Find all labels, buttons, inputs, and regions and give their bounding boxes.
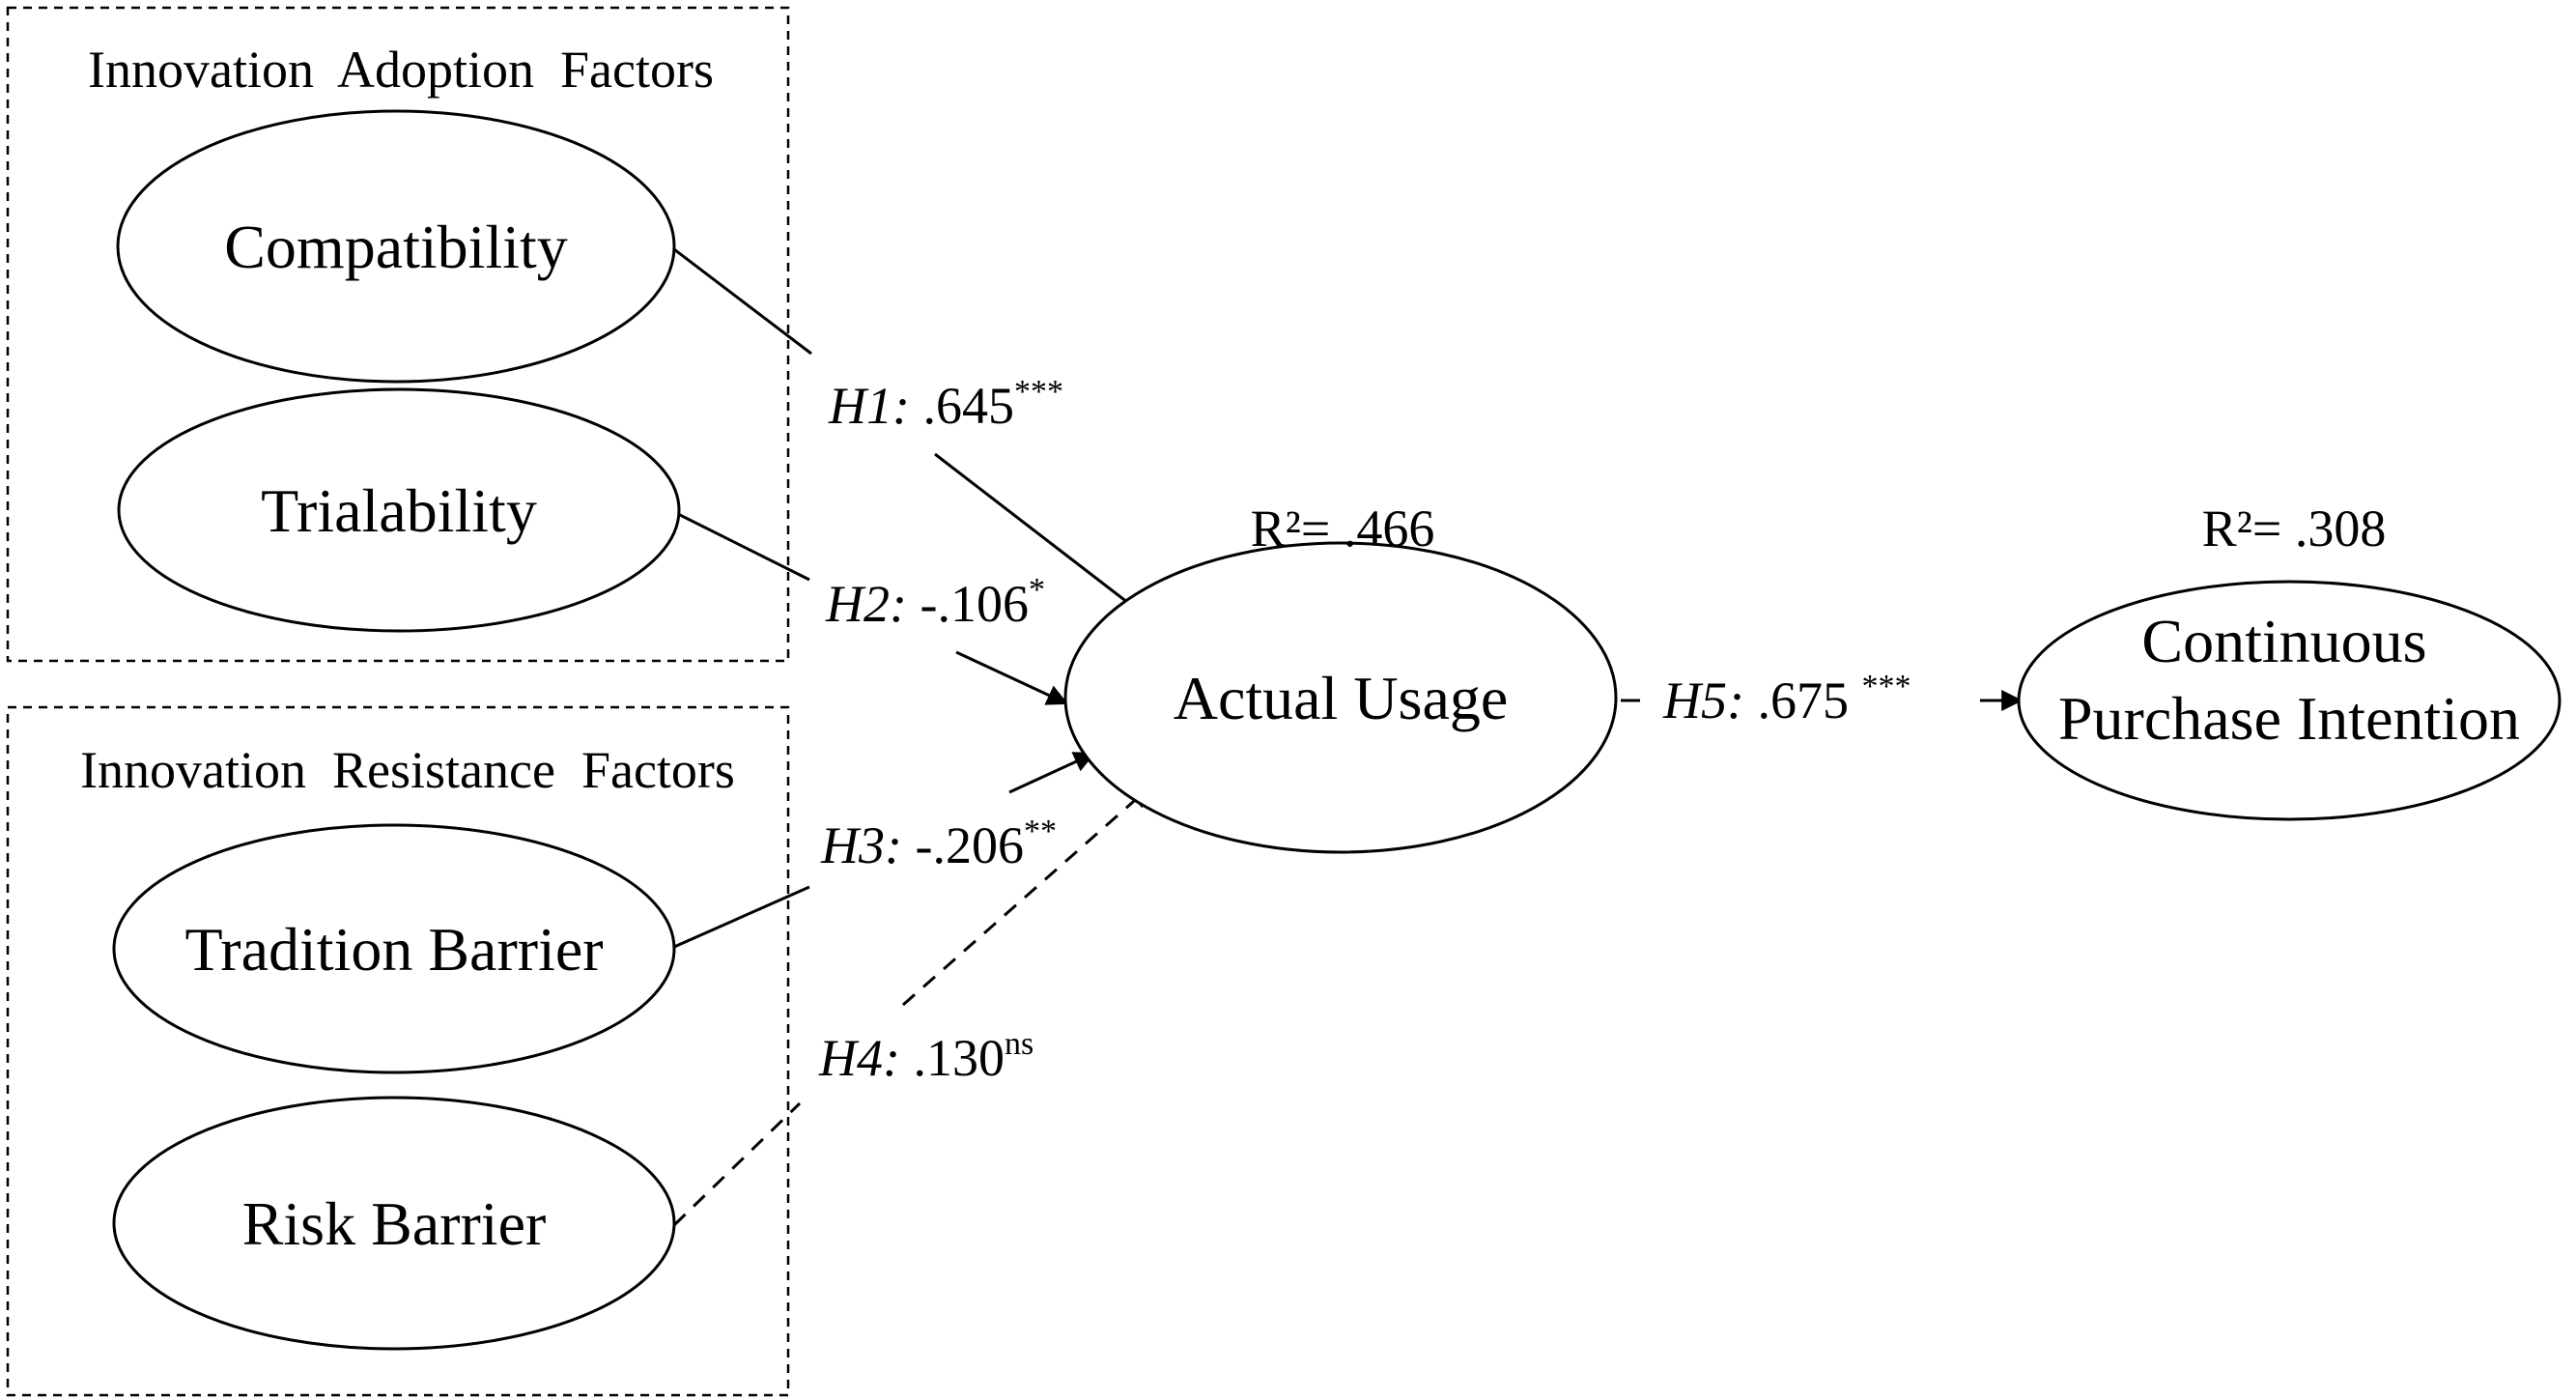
h3-arrow: [1008, 752, 1095, 794]
h1-arrow: [934, 452, 1146, 617]
actual-usage-label: Actual Usage: [1174, 664, 1509, 732]
h2-significance: *: [1029, 572, 1045, 608]
adoption-factors-title: Innovation Adoption Factors: [88, 41, 714, 99]
continuous-purchase-intention-label-line2: Purchase Intention: [2058, 684, 2520, 753]
compatibility-label: Compatibility: [224, 213, 568, 281]
h4-value: .130: [900, 1029, 1005, 1087]
h1-name: H1:: [828, 377, 910, 435]
h4-significance: ns: [1005, 1026, 1033, 1062]
h5-label: H5: .675 ***: [1662, 669, 1911, 729]
actual-usage-node: [1063, 541, 1618, 854]
continuous-purchase-intention-node: [2017, 580, 2562, 821]
risk-barrier-connector: [672, 1101, 802, 1227]
h3-significance: **: [1024, 814, 1057, 849]
h4-arrow: [902, 786, 1151, 1007]
trialability-connector: [677, 512, 810, 582]
resistance-factors-title: Innovation Resistance Factors: [80, 741, 735, 799]
h2-arrow: [955, 650, 1068, 705]
h4-label: H4: .130ns: [818, 1026, 1033, 1087]
compatibility-node: [116, 109, 676, 384]
tradition-barrier-node: [112, 823, 676, 1074]
h1-label: H1: .645***: [828, 374, 1063, 435]
h2-label: H2: -.106*: [825, 572, 1045, 633]
trialability-label: Trialability: [261, 476, 537, 545]
continuous-purchase-r-squared: R²= .308: [2202, 500, 2387, 557]
tradition-barrier-label: Tradition Barrier: [184, 915, 603, 984]
h2-name: H2:: [825, 575, 907, 633]
h2-value: -.106: [907, 575, 1029, 633]
h3-name: H3:: [820, 816, 902, 874]
resistance-factors-box: [6, 705, 790, 1397]
h5-significance: ***: [1861, 669, 1911, 704]
risk-barrier-node: [112, 1096, 676, 1351]
h3-label: H3: -.206**: [820, 814, 1057, 874]
h5-value: .675: [1744, 671, 1862, 729]
continuous-purchase-intention-label-line1: Continuous: [2141, 607, 2426, 675]
risk-barrier-label: Risk Barrier: [242, 1189, 547, 1258]
h5-name: H5:: [1662, 671, 1744, 729]
h1-value: .645: [910, 377, 1014, 435]
compatibility-connector: [665, 242, 812, 356]
actual-usage-r-squared: R²= .466: [1251, 500, 1435, 557]
h1-significance: ***: [1014, 374, 1063, 410]
trialability-node: [117, 387, 681, 633]
adoption-factors-box: [6, 6, 790, 663]
tradition-barrier-connector: [673, 885, 810, 949]
h3-value: -.206: [902, 816, 1024, 874]
h4-name: H4:: [818, 1029, 900, 1087]
